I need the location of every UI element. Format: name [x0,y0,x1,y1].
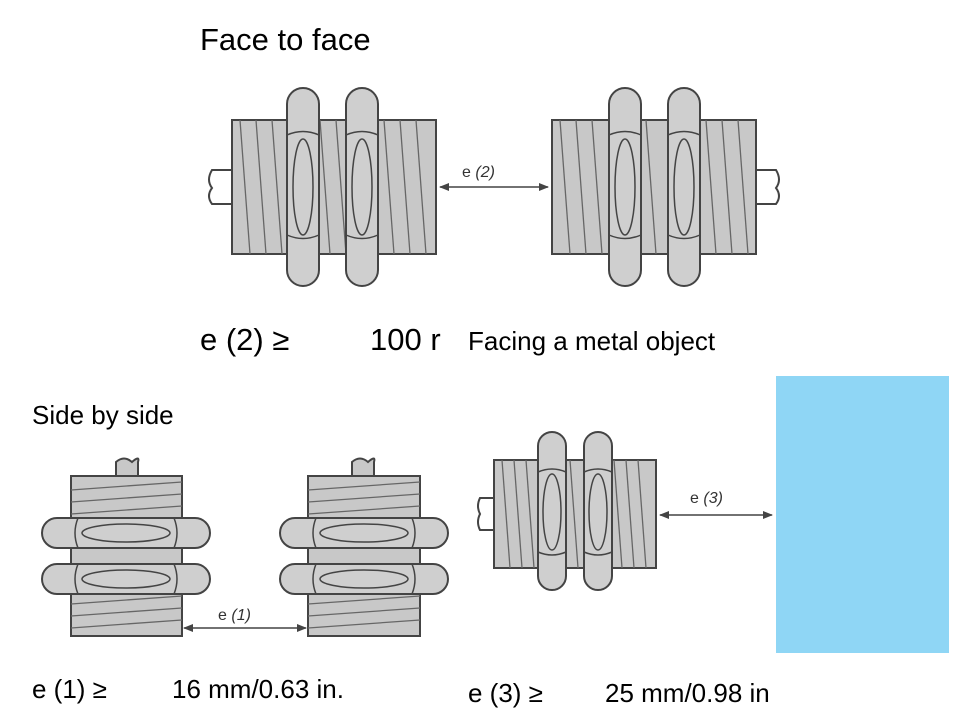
formula-e2-value: 100 r [370,322,441,357]
face-to-face-right-sensor [551,87,780,287]
formula-e2: e (2) ≥ 100 r [200,322,441,358]
formula-e1-lhs: e (1) ≥ [32,674,107,704]
dimension-e2: e (2) [439,164,549,191]
dimension-e3: e (3) [659,490,773,519]
heading-side-by-side: Side by side [32,400,174,430]
formula-e1-value: 16 mm/0.63 in. [172,674,344,704]
side-by-side-left-sensor [41,457,211,637]
formula-e2-lhs: e (2) ≥ [200,322,290,357]
side-by-side-right-sensor [279,457,449,637]
dimension-e3-label: e (3) [690,490,723,507]
dimension-e1-label: e (1) [218,607,251,624]
metal-facing-sensor [477,431,657,591]
face-to-face-left-sensor [208,87,437,287]
formula-e1: e (1) ≥ 16 mm/0.63 in. [32,674,344,705]
metal-object [776,376,949,653]
formula-e3-lhs: e (3) ≥ [468,678,543,708]
formula-e3: e (3) ≥ 25 mm/0.98 in [468,678,770,709]
formula-e3-value: 25 mm/0.98 in [605,678,770,708]
heading-facing-metal: Facing a metal object [468,326,716,356]
heading-face-to-face: Face to face [200,22,371,57]
dimension-e2-label: e (2) [462,164,495,181]
dimension-e1: e (1) [183,607,307,632]
